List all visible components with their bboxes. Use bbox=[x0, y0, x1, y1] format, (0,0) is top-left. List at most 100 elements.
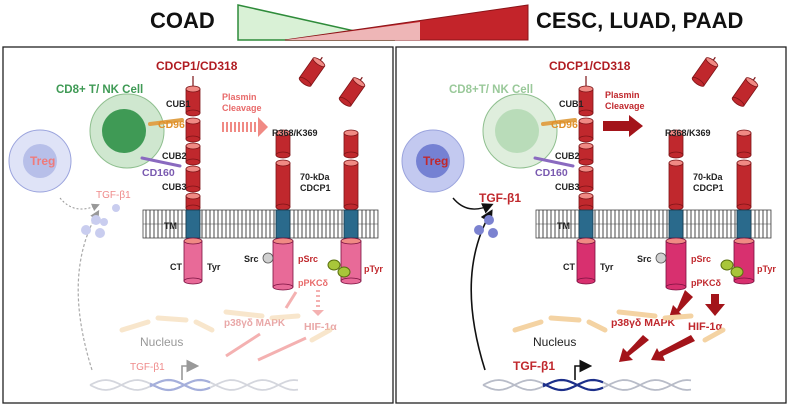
cub1-domain bbox=[578, 85, 594, 117]
dimer-upper-domain bbox=[736, 129, 752, 159]
fragment-tm bbox=[668, 209, 684, 239]
cub3-label: CUB3 bbox=[555, 182, 580, 192]
right-panel-frame bbox=[395, 46, 787, 404]
cub2-domain bbox=[185, 142, 201, 166]
cleavage-label: Cleavage bbox=[222, 103, 262, 113]
shed-fragment-2 bbox=[338, 76, 366, 107]
fragment-ct bbox=[272, 237, 294, 291]
tgf-molecule bbox=[91, 215, 101, 225]
tgf-molecule bbox=[81, 225, 91, 235]
ct-domain bbox=[576, 237, 596, 285]
tgf-molecule bbox=[100, 218, 108, 226]
treg-tgf-arrow bbox=[452, 197, 494, 214]
secretion-arrow bbox=[470, 209, 493, 371]
coad-label: COAD bbox=[150, 8, 215, 33]
dna-helix bbox=[482, 378, 692, 392]
treg-cell: Treg bbox=[8, 129, 72, 193]
tgf-molecule bbox=[112, 204, 120, 212]
fragment-label-1: 70-kDa bbox=[300, 172, 331, 182]
receptor-title: CDCP1/CD318 bbox=[549, 59, 631, 73]
fragment-upper-domain bbox=[668, 129, 684, 159]
cub1-domain bbox=[185, 85, 201, 117]
psrc-label: pSrc bbox=[298, 254, 318, 264]
nucleus-envelope bbox=[119, 309, 333, 343]
cd96-label: CD96 bbox=[551, 119, 578, 131]
pkc-complex bbox=[720, 259, 744, 278]
shed-fragment-1 bbox=[691, 56, 719, 87]
ct-label: CT bbox=[563, 262, 575, 272]
tm-label: TM bbox=[557, 221, 570, 231]
dna-helix bbox=[89, 378, 299, 392]
nucleus-envelope bbox=[512, 309, 726, 343]
ptyr-label: pTyr bbox=[757, 264, 776, 274]
fragment-ct bbox=[665, 237, 687, 291]
transcription-arrow bbox=[181, 359, 200, 380]
fragment-lower-domain bbox=[275, 159, 291, 211]
treg-label: Treg bbox=[423, 154, 448, 168]
secretion-arrow bbox=[77, 209, 100, 371]
plasmin-label: Plasmin bbox=[605, 90, 640, 100]
nucleus-label: Nucleus bbox=[140, 335, 183, 349]
fragment-label-1: 70-kDa bbox=[693, 172, 724, 182]
cd160-receptor bbox=[140, 156, 182, 168]
cleavage-site-label: R368/K369 bbox=[272, 128, 318, 138]
cub-linker-domain bbox=[578, 117, 594, 143]
treg-tgf-arrow bbox=[59, 197, 100, 212]
cleavage-site-label: R368/K369 bbox=[665, 128, 711, 138]
src-label: Src bbox=[637, 254, 652, 264]
plasmin-label: Plasmin bbox=[222, 92, 257, 102]
cub3-domain bbox=[185, 165, 201, 193]
cd160-label: CD160 bbox=[535, 167, 568, 179]
immune-cell-label: CD8+ T/ NK Cell bbox=[56, 84, 143, 96]
ct-label: CT bbox=[170, 262, 182, 272]
dimer-tm bbox=[343, 209, 359, 239]
tm-domain bbox=[185, 209, 201, 239]
plasmin-cleavage-arrow bbox=[258, 117, 268, 137]
cd160-receptor bbox=[533, 156, 575, 168]
tgf-secreted-label: TGF-β1 bbox=[96, 190, 131, 201]
fragment-lower-domain bbox=[668, 159, 684, 211]
transcription-arrow bbox=[574, 359, 593, 380]
fragment-label-2: CDCP1 bbox=[300, 183, 331, 193]
cd96-label: CD96 bbox=[158, 119, 185, 131]
ptyr-label: pTyr bbox=[364, 264, 383, 274]
dimer-lower-domain bbox=[736, 159, 752, 211]
left-panel-frame bbox=[2, 46, 394, 404]
tgf-gene-segment bbox=[149, 378, 211, 392]
cub3-domain bbox=[578, 165, 594, 193]
cub1-label: CUB1 bbox=[166, 99, 191, 109]
tm-domain bbox=[578, 209, 594, 239]
fragment-tm bbox=[275, 209, 291, 239]
p38-arrow bbox=[284, 291, 298, 309]
nucleus-label: Nucleus bbox=[533, 335, 576, 349]
tgf-molecule bbox=[488, 228, 498, 238]
cleavage-label: Cleavage bbox=[605, 101, 645, 111]
pan-cancer-gradient-triangle bbox=[284, 4, 529, 41]
hif-arrow bbox=[312, 310, 324, 316]
src-protein bbox=[655, 252, 667, 264]
src-label: Src bbox=[244, 254, 259, 264]
cub2-domain bbox=[578, 142, 594, 166]
hif-label: HIF-1α bbox=[688, 321, 723, 333]
hif-nucleus-arrow bbox=[257, 336, 307, 362]
hif-arrow bbox=[705, 294, 725, 316]
tyr-label: Tyr bbox=[207, 262, 221, 272]
ct-domain bbox=[183, 237, 203, 285]
cd96-receptor bbox=[541, 118, 577, 126]
juxta-domain bbox=[185, 192, 201, 212]
treg-label: Treg bbox=[30, 154, 55, 168]
pkc-complex bbox=[327, 259, 351, 278]
tm-label: TM bbox=[164, 221, 177, 231]
src-protein bbox=[262, 252, 274, 264]
fragment-upper-domain bbox=[275, 129, 291, 159]
tgf-gene-segment bbox=[542, 378, 604, 392]
tgf-gene-label: TGF-β1 bbox=[130, 362, 165, 373]
p38-nucleus-arrow bbox=[225, 332, 261, 358]
ppkc-label: pPKCδ bbox=[298, 278, 328, 288]
tgf-molecule bbox=[474, 225, 484, 235]
cub1-label: CUB1 bbox=[559, 99, 584, 109]
dimer-tm bbox=[736, 209, 752, 239]
